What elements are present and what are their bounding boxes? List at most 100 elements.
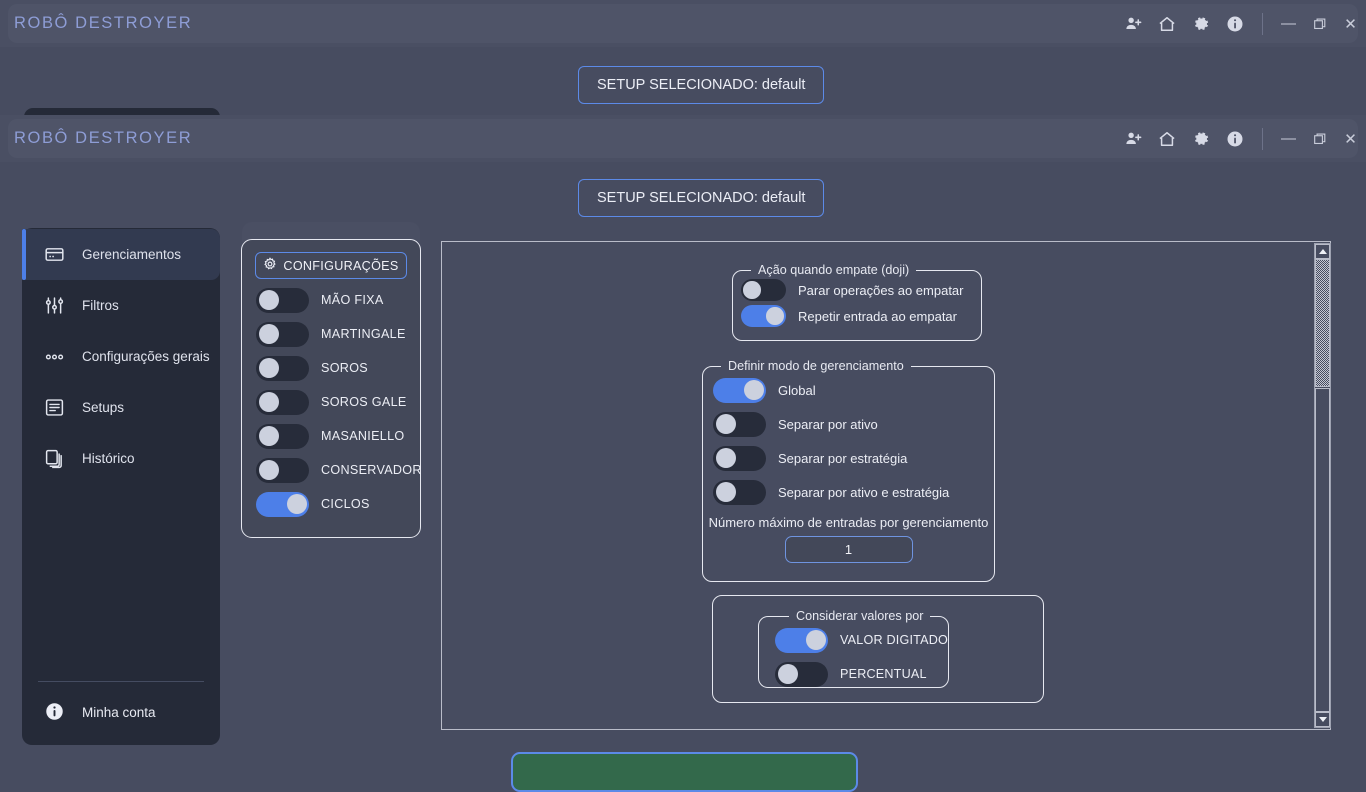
gear-icon[interactable] (1184, 115, 1218, 162)
toggle-mao-fixa[interactable] (256, 287, 309, 313)
fieldset-considerar-valores-outer: Considerar valores por VALOR DIGITADO PE… (712, 595, 1044, 703)
max-entries-label: Número máximo de entradas por gerenciame… (708, 515, 989, 530)
sidebar-divider (38, 681, 204, 682)
gear-icon (263, 257, 277, 274)
mode-option-row[interactable]: Separar por ativo e estratégia (703, 475, 994, 509)
config-toggle-row[interactable]: CONSERVADOR (242, 453, 422, 487)
titlebar-divider (1262, 12, 1263, 35)
fieldset-considerar-valores-por: Considerar valores por VALOR DIGITADO PE… (758, 609, 949, 688)
minimize-button[interactable]: — (1281, 130, 1296, 147)
settings-scroll-area[interactable]: Ação quando empate (doji) Parar operaçõe… (441, 241, 1331, 730)
close-button[interactable]: ✕ (1344, 15, 1357, 33)
sidebar-item-label: Gerenciamentos (82, 247, 182, 262)
toggle-separar-por-ativo-e-estrategia[interactable] (713, 479, 766, 505)
vertical-scrollbar[interactable] (1314, 243, 1331, 728)
mode-option-row[interactable]: Separar por estratégia (703, 441, 994, 475)
titlebar-2-actions: — ✕ (1116, 115, 1366, 162)
config-panel: CONFIGURAÇÕES MÃO FIXA MARTINGALE SOROS … (241, 239, 422, 538)
toggle-martingale[interactable] (256, 321, 309, 347)
add-person-icon[interactable] (1116, 0, 1150, 47)
add-person-icon[interactable] (1116, 115, 1150, 162)
maximize-button[interactable] (1304, 115, 1335, 162)
config-toggle-row[interactable]: MARTINGALE (242, 317, 420, 351)
toggle-label: Parar operações ao empatar (798, 282, 964, 298)
scroll-down-arrow[interactable] (1315, 712, 1330, 727)
sidebar-item-setups[interactable]: Setups (22, 382, 220, 433)
copy-icon (44, 448, 70, 469)
sidebar-item-label: Filtros (82, 298, 119, 313)
config-toggle-row[interactable]: MASANIELLO (242, 419, 420, 453)
home-icon[interactable] (1150, 0, 1184, 47)
scrollbar-trough[interactable] (1315, 388, 1330, 712)
toggle-knob (258, 324, 279, 344)
sidebar-item-gerenciamentos[interactable]: Gerenciamentos (22, 229, 220, 280)
toggle-label: Repetir entrada ao empatar (798, 308, 957, 324)
toggle-soros-gale[interactable] (256, 389, 309, 415)
toggle-masaniello[interactable] (256, 423, 309, 449)
doji-option-row[interactable]: Repetir entrada ao empatar (733, 303, 981, 329)
sidebar-item-label: Setups (82, 400, 125, 415)
titlebar-1-background (8, 4, 1358, 43)
setup-selected-button-2[interactable]: SETUP SELECIONADO: default (578, 179, 825, 217)
info-icon[interactable] (1218, 0, 1252, 47)
toggle-label: SOROS (321, 361, 368, 375)
toggle-ciclos[interactable] (256, 491, 309, 517)
toggle-parar-operacoes-ao-empatar[interactable] (741, 279, 786, 301)
mode-option-row[interactable]: Global (703, 373, 994, 407)
max-entries-input[interactable] (784, 536, 913, 563)
toggle-knob (286, 494, 307, 514)
toggle-label: Separar por ativo e estratégia (778, 484, 950, 500)
list-icon (44, 397, 70, 418)
sidebar-item-filtros[interactable]: Filtros (22, 280, 220, 331)
toggle-label: CONSERVADOR (321, 463, 422, 477)
minimize-button[interactable]: — (1281, 15, 1296, 32)
toggle-label: MASANIELLO (321, 429, 405, 443)
toggle-knob (777, 664, 798, 684)
toggle-separar-por-ativo[interactable] (713, 411, 766, 437)
info-icon[interactable] (1218, 115, 1252, 162)
fieldset-legend: Considerar valores por (796, 609, 924, 623)
home-icon[interactable] (1150, 115, 1184, 162)
toggle-valor-digitado[interactable] (775, 627, 828, 653)
toggle-separar-por-estrategia[interactable] (713, 445, 766, 471)
sidebar-footer: Minha conta (22, 681, 220, 745)
doji-option-row[interactable]: Parar operações ao empatar (733, 277, 981, 303)
config-toggle-row[interactable]: SOROS (242, 351, 420, 385)
toggle-soros[interactable] (256, 355, 309, 381)
close-button[interactable]: ✕ (1344, 130, 1357, 148)
gear-icon[interactable] (1184, 0, 1218, 47)
fieldset-acao-empate-doji: Ação quando empate (doji) Parar operaçõe… (732, 263, 982, 341)
values-option-row[interactable]: PERCENTUAL (759, 657, 948, 691)
dots-icon (44, 350, 70, 364)
toggle-label: Separar por estratégia (778, 450, 908, 466)
mode-option-row[interactable]: Separar por ativo (703, 407, 994, 441)
maximize-button[interactable] (1304, 0, 1335, 47)
sidebar-item-configuracoes-gerais[interactable]: Configurações gerais (22, 331, 220, 382)
toggle-label: Global (778, 382, 816, 398)
scrollbar-thumb[interactable] (1315, 259, 1330, 387)
titlebar-window-1: ROBÔ DESTROYER (0, 0, 1366, 47)
fieldset-legend: Definir modo de gerenciamento (728, 359, 904, 373)
toggle-global[interactable] (713, 377, 766, 403)
triangle-up-icon (1318, 249, 1327, 254)
config-panel-peek-strip (242, 222, 420, 242)
toggle-knob (258, 460, 279, 480)
config-toggle-row[interactable]: SOROS GALE (242, 385, 420, 419)
sidebar-item-historico[interactable]: Histórico (22, 433, 220, 484)
triangle-down-icon (1318, 717, 1327, 722)
info-filled-icon (44, 701, 70, 725)
toggle-knob (766, 307, 784, 325)
scroll-up-arrow[interactable] (1315, 244, 1330, 259)
toggle-percentual[interactable] (775, 661, 828, 687)
toggle-knob (715, 414, 736, 434)
setup-selected-button-1[interactable]: SETUP SELECIONADO: default (578, 66, 825, 104)
config-toggle-row[interactable]: MÃO FIXA (242, 283, 420, 317)
toggle-conservador[interactable] (256, 457, 309, 483)
values-option-row[interactable]: VALOR DIGITADO (759, 623, 948, 657)
sidebar-item-minha-conta[interactable]: Minha conta (22, 681, 220, 744)
config-panel-header-button[interactable]: CONFIGURAÇÕES (255, 252, 407, 279)
config-toggle-row[interactable]: CICLOS (242, 487, 420, 521)
toggle-knob (743, 380, 764, 400)
toggle-repetir-entrada-ao-empatar[interactable] (741, 305, 786, 327)
start-button[interactable] (511, 752, 858, 792)
